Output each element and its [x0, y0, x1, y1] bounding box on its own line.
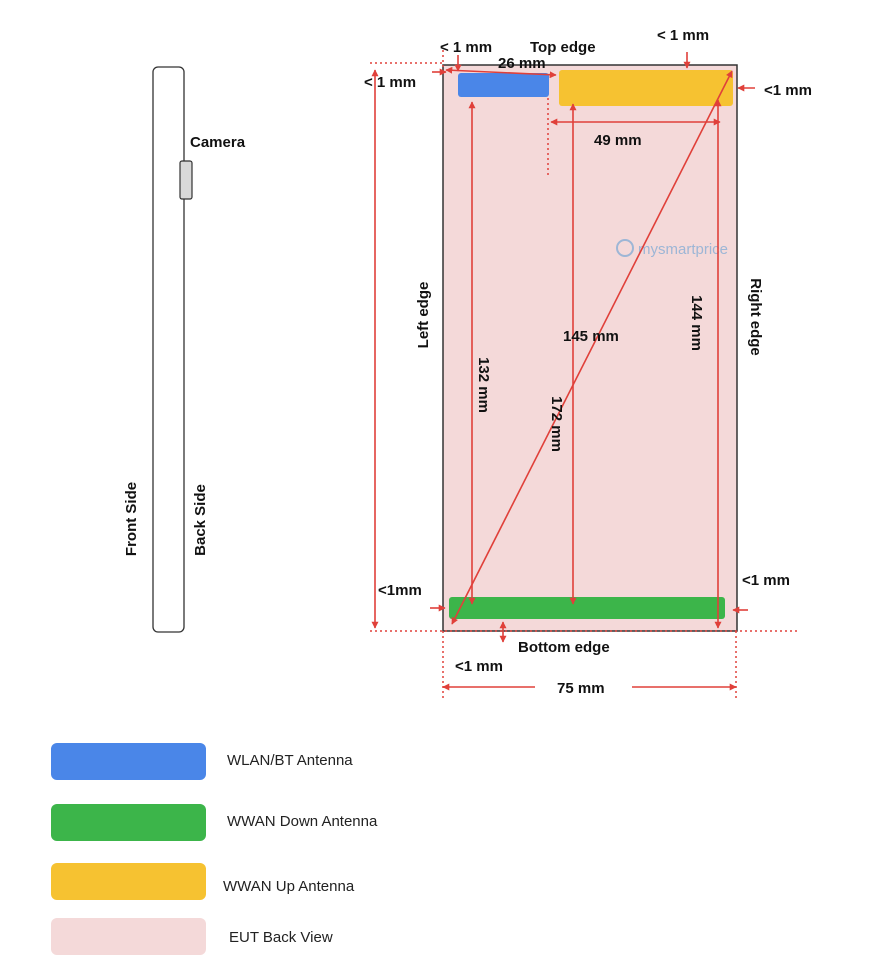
wlan-bt-antenna: [458, 73, 549, 97]
bottom-edge-label: Bottom edge: [518, 639, 610, 656]
legend-label-eut: EUT Back View: [229, 929, 333, 946]
wwan-up-antenna: [559, 70, 733, 106]
legend-item-eut: EUT Back View: [51, 918, 651, 958]
legend-item-wwan-up: WWAN Up Antenna: [51, 863, 651, 903]
wwan-down-antenna: [449, 597, 725, 619]
dim-label-top-left-lt1: < 1 mm: [440, 39, 492, 56]
extension-lines: [370, 50, 800, 700]
dimension-arrows: [371, 52, 755, 691]
dim-label-center-145: 145 mm: [563, 328, 619, 345]
legend-label-wwan-down: WWAN Down Antenna: [227, 813, 378, 830]
legend-swatch-eut: [51, 918, 206, 955]
right-edge-label: Right edge: [747, 278, 764, 356]
camera-label: Camera: [190, 134, 246, 151]
dim-label-bottom-lt1: <1 mm: [455, 658, 503, 675]
legend-label-wlan: WLAN/BT Antenna: [227, 752, 353, 769]
legend-label-wwan-up: WWAN Up Antenna: [223, 878, 355, 895]
side-view: Camera Front Side Back Side: [123, 66, 246, 633]
dim-label-diag-172: 172 mm: [548, 396, 565, 452]
front-side-label: Front Side: [123, 482, 140, 556]
phone-side-outline: [152, 66, 185, 633]
left-edge-label: Left edge: [415, 282, 432, 349]
dim-label-width-75: 75 mm: [557, 680, 605, 697]
dim-label-right-top-lt1: <1 mm: [764, 82, 812, 99]
watermark-text: mysmartprice: [638, 241, 728, 258]
dim-label-left-bottom-lt1: <1mm: [378, 582, 422, 599]
back-side-label: Back Side: [192, 484, 209, 556]
dim-label-wlan-width: 26 mm: [498, 55, 546, 72]
legend-swatch-wlan: [51, 743, 206, 780]
dim-label-top-right-lt1: < 1 mm: [657, 27, 709, 44]
dim-label-right-144: 144 mm: [688, 295, 705, 351]
legend-item-wlan: WLAN/BT Antenna: [51, 743, 651, 783]
legend-swatch-wwan-down: [51, 804, 206, 841]
back-view: mysmartprice: [364, 27, 812, 700]
legend-item-wwan-down: WWAN Down Antenna: [51, 804, 651, 844]
dim-label-left-top-lt1: < 1 mm: [364, 74, 416, 91]
dim-label-wwan-up-width: 49 mm: [594, 132, 642, 149]
legend-swatch-wwan-up: [51, 863, 206, 900]
dim-label-right-bottom-lt1: <1 mm: [742, 572, 790, 589]
dim-label-left-132: 132 mm: [475, 357, 492, 413]
top-edge-label: Top edge: [530, 39, 596, 56]
dim-diagonal: [451, 70, 733, 625]
camera-bump: [179, 160, 193, 200]
